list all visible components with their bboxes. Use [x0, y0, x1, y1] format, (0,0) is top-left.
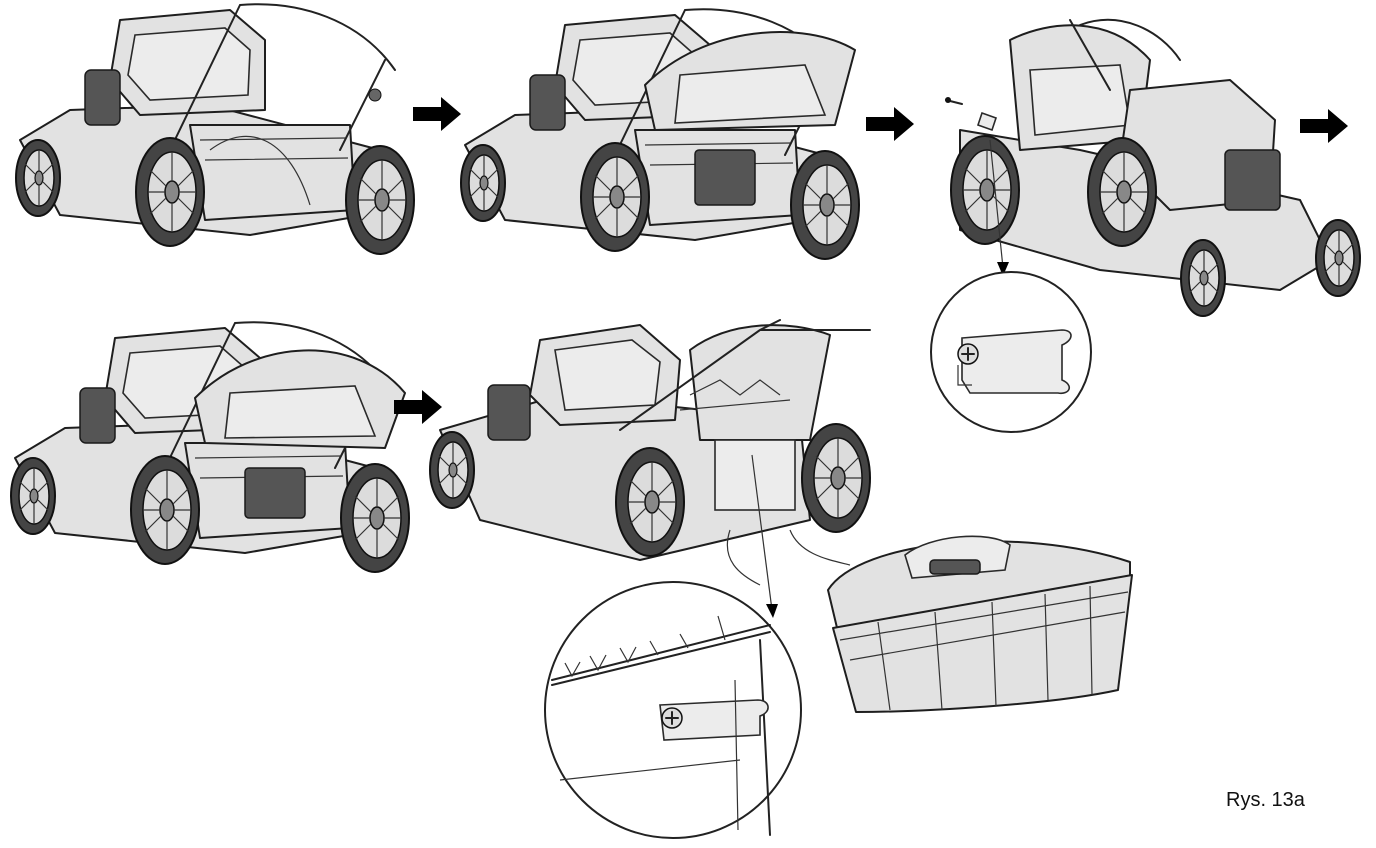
- step-arrow-2: [866, 107, 914, 141]
- figure-caption: Rys. 13a: [1226, 789, 1305, 811]
- step-arrow-3: [1300, 109, 1348, 143]
- detail-hook-on-deck-magnified: [544, 581, 802, 839]
- grass-catcher-bag: [827, 535, 1133, 713]
- step-3-mower-tilted-clip-removal: [945, 18, 1361, 317]
- step-2-rear-flap-raised: [461, 9, 859, 259]
- detail-clip-magnified: [930, 271, 1092, 433]
- step-arrow-1: [413, 97, 461, 131]
- step-4-rear-flap-raised: [11, 322, 409, 572]
- step-1-mower-rear-view: [16, 4, 414, 254]
- step-5-attach-grass-catcher: [429, 319, 871, 618]
